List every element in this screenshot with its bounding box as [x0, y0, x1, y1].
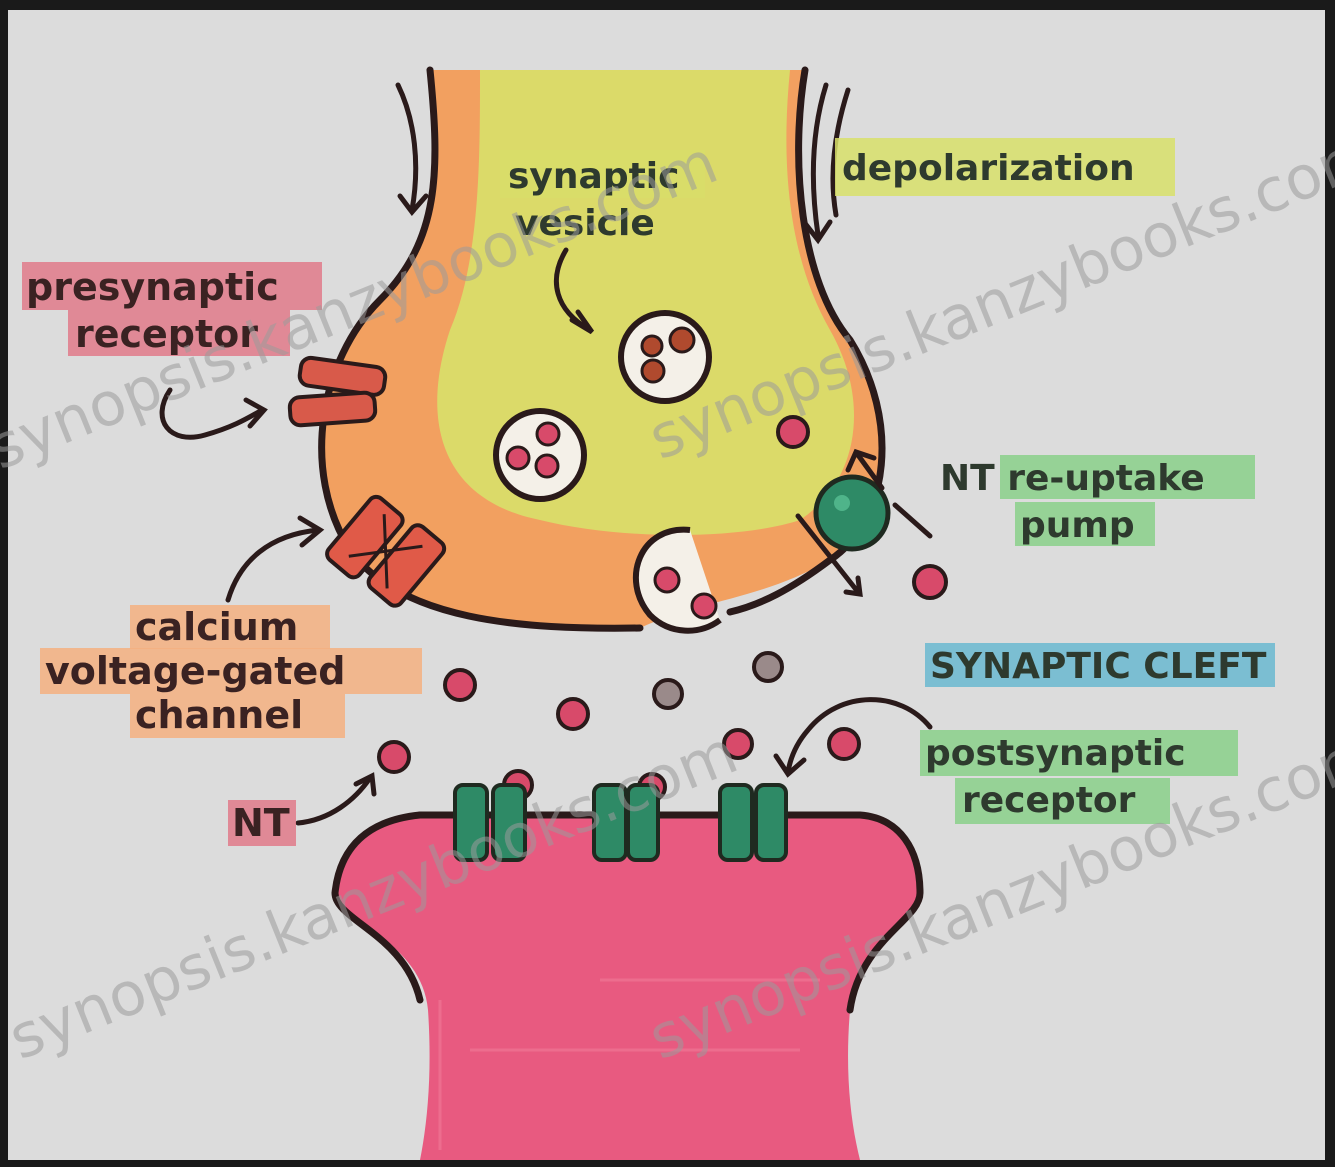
nt-particle — [445, 670, 475, 700]
label-calcium: calcium — [135, 605, 298, 649]
label-postsynaptic-receptor: receptor — [962, 780, 1136, 821]
nt-particle — [829, 729, 859, 759]
nt-particle — [558, 699, 588, 729]
label-nt-reuptake: NT re-uptake — [940, 458, 1205, 499]
label-presynaptic: presynaptic — [26, 265, 279, 309]
nt-particle — [654, 680, 682, 708]
nt-particle — [914, 566, 946, 598]
nt-reuptake-pump — [816, 477, 888, 549]
nt-particle — [754, 653, 782, 681]
label-synaptic-cleft: SYNAPTIC CLEFT — [930, 646, 1267, 687]
label-postsynaptic: postsynaptic — [925, 733, 1186, 774]
label-channel: channel — [135, 693, 303, 737]
label-voltage-gated: voltage-gated — [45, 649, 345, 693]
label-pump: pump — [1020, 505, 1135, 546]
synaptic-vesicle-2 — [496, 411, 584, 499]
label-depolarization: depolarization — [842, 148, 1135, 189]
postsynaptic-receptor-3 — [720, 785, 786, 860]
label-nt: NT — [232, 801, 290, 845]
nt-particle — [379, 742, 409, 772]
